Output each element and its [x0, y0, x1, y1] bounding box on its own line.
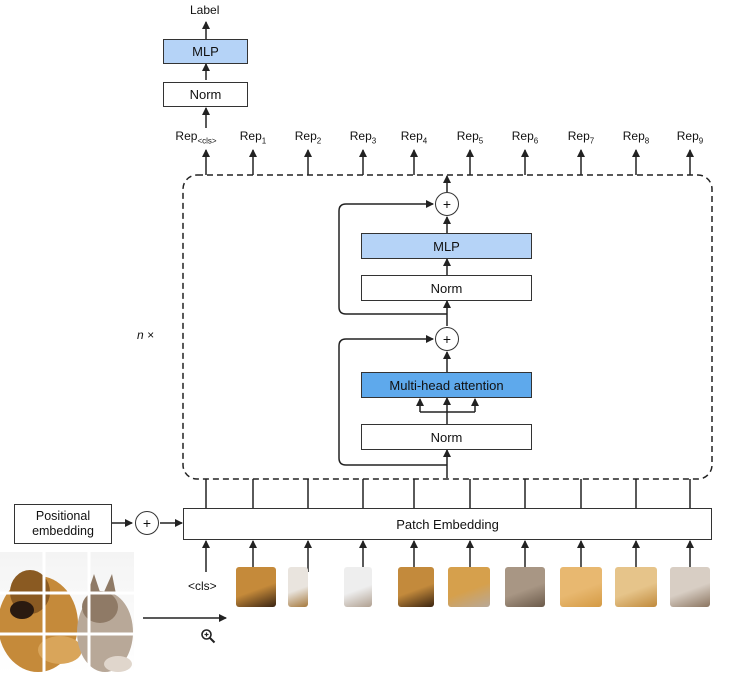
multi-head-attention-block: Multi-head attention	[361, 372, 532, 398]
image-patch-6	[505, 567, 545, 607]
rep-base: Rep	[622, 129, 645, 143]
rep-sub: 7	[589, 136, 595, 146]
image-patch-8	[615, 567, 657, 607]
rep-base: Rep	[400, 129, 423, 143]
image-patch-7	[560, 567, 602, 607]
residual-add-bottom: +	[435, 327, 459, 351]
input-image	[0, 552, 134, 674]
image-patch-3	[344, 567, 372, 607]
rep-sub: 1	[261, 136, 267, 146]
rep-base: Rep	[511, 129, 534, 143]
rep-base: Rep	[567, 129, 590, 143]
rep-sub: <cls>	[197, 136, 217, 146]
zoom-in-icon[interactable]	[200, 628, 216, 647]
rep-sub: 9	[698, 136, 704, 146]
head-mlp-block: MLP	[163, 39, 248, 64]
rep-sub: 5	[478, 136, 484, 146]
image-patch-9	[670, 567, 710, 607]
output-label: Label	[190, 3, 220, 17]
cls-token-label: <cls>	[188, 579, 217, 593]
rep-label-4: Rep4	[401, 129, 427, 145]
rep-base: Rep	[239, 129, 262, 143]
rep-base: Rep	[456, 129, 479, 143]
rep-label-2: Rep2	[295, 129, 321, 145]
rep-base: Rep	[175, 129, 198, 143]
image-patch-5	[448, 567, 490, 607]
repeat-label: n ×	[137, 328, 155, 342]
rep-label-1: Rep1	[240, 129, 266, 145]
rep-label-3: Rep3	[350, 129, 376, 145]
positional-embedding-block: Positional embedding	[14, 504, 112, 544]
rep-label-9: Rep9	[677, 129, 703, 145]
positional-embedding-label: Positional embedding	[32, 509, 94, 538]
rep-base: Rep	[349, 129, 372, 143]
rep-sub: 3	[371, 136, 377, 146]
rep-base: Rep	[676, 129, 699, 143]
image-patch-4	[398, 567, 434, 607]
rep-sub: 8	[644, 136, 650, 146]
encoder-mlp-block: MLP	[361, 233, 532, 259]
rep-label-6: Rep6	[512, 129, 538, 145]
patch-embedding-block: Patch Embedding	[183, 508, 712, 540]
encoder-norm-upper: Norm	[361, 275, 532, 301]
image-patch-1	[236, 567, 276, 607]
rep-sub: 2	[316, 136, 322, 146]
rep-label-7: Rep7	[568, 129, 594, 145]
rep-label-0: Rep<cls>	[175, 129, 216, 145]
residual-add-top: +	[435, 192, 459, 216]
rep-sub: 6	[533, 136, 539, 146]
image-patch-2	[288, 567, 308, 607]
rep-base: Rep	[294, 129, 317, 143]
head-norm-block: Norm	[163, 82, 248, 107]
encoder-norm-lower: Norm	[361, 424, 532, 450]
rep-label-5: Rep5	[457, 129, 483, 145]
positional-add: +	[135, 511, 159, 535]
rep-label-8: Rep8	[623, 129, 649, 145]
rep-sub: 4	[422, 136, 428, 146]
